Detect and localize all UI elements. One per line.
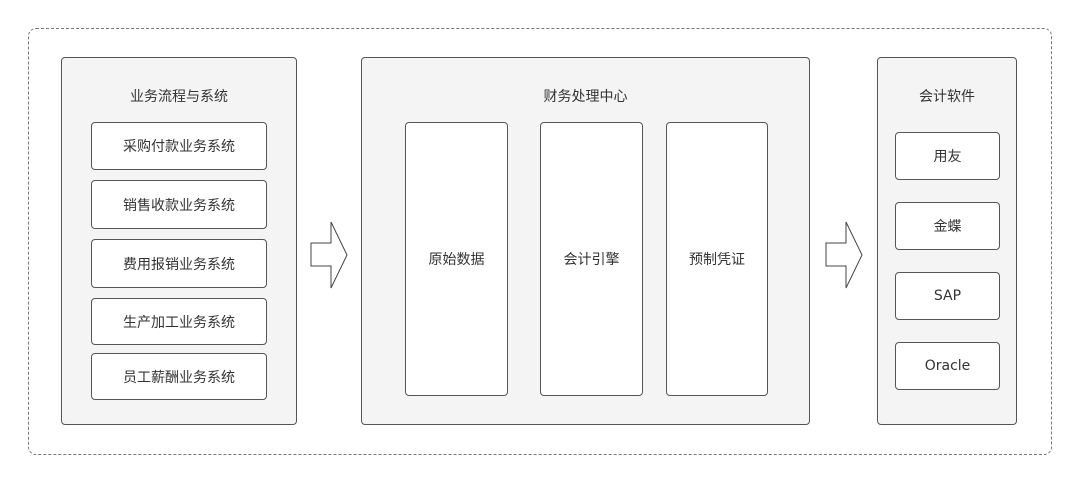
software-box: 用友 — [895, 132, 1000, 180]
system-box: 员工薪酬业务系统 — [91, 353, 267, 400]
system-box: 费用报销业务系统 — [91, 239, 267, 288]
process-column: 会计引擎 — [540, 122, 643, 396]
system-box: 生产加工业务系统 — [91, 298, 267, 345]
system-box: 采购付款业务系统 — [91, 122, 267, 170]
software-box: SAP — [895, 272, 1000, 320]
process-column: 原始数据 — [405, 122, 508, 396]
system-box: 销售收款业务系统 — [91, 180, 267, 229]
software-box: Oracle — [895, 342, 1000, 390]
panel-title: 会计软件 — [919, 89, 975, 105]
process-column: 预制凭证 — [666, 122, 768, 396]
system-boundary — [28, 28, 1052, 455]
arrow-right-icon — [310, 221, 348, 289]
arrow-right-icon — [825, 221, 863, 289]
panel-title: 业务流程与系统 — [130, 89, 228, 105]
panel-title: 财务处理中心 — [543, 89, 628, 105]
software-box: 金蝶 — [895, 202, 1000, 250]
